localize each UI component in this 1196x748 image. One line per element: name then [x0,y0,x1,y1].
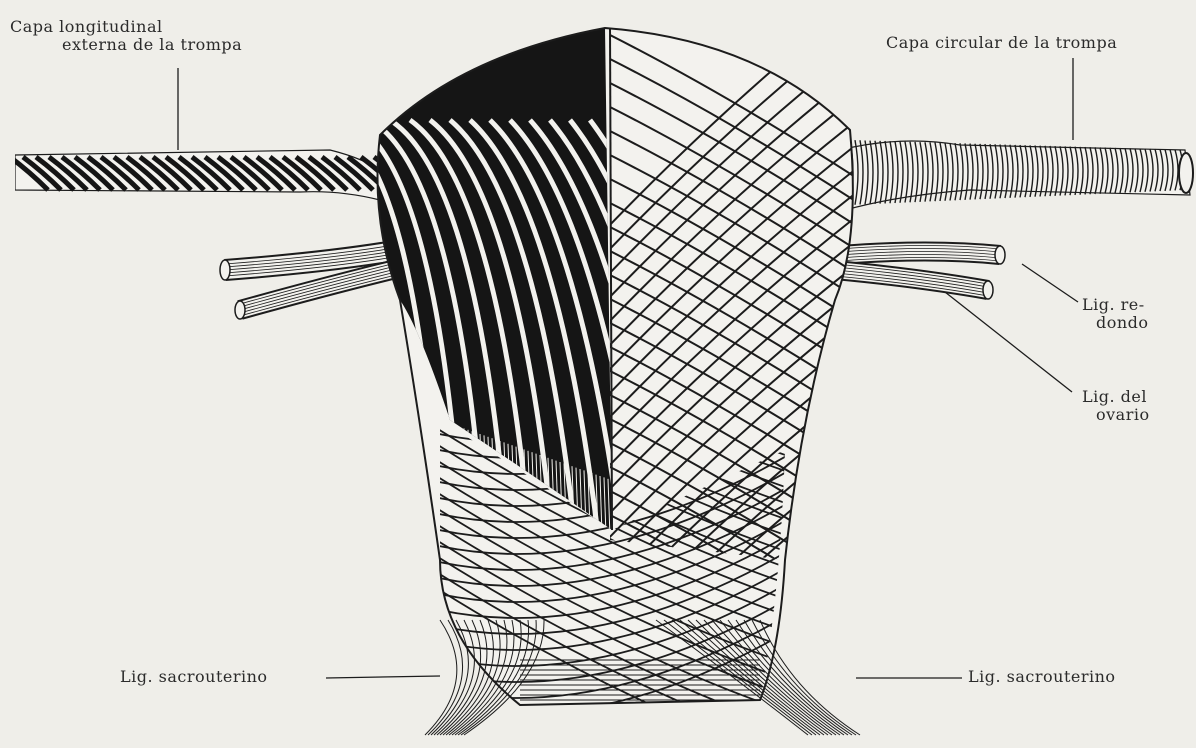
label-lig-sacrouterino-left: Lig. sacrouterino [120,668,268,686]
tube-lumen [1179,153,1193,193]
label-lig-redondo: Lig. re- dondo [1082,296,1149,332]
leader-line [945,292,1072,392]
ligament-end [995,246,1005,264]
tube-end-mask [0,150,15,195]
right-tube-circular-layer [840,140,1193,210]
ligament-end [235,301,245,319]
leader-line [326,676,440,678]
leader-line [1022,264,1078,302]
label-lig-ovario: Lig. del ovario [1082,388,1150,424]
ligament-end [983,281,993,299]
label-capa-circular: Capa circular de la trompa [886,34,1117,52]
sacrouterine-fiber-left [428,620,463,735]
left-tube-longitudinal-layer [0,150,425,200]
label-lig-sacrouterino-right: Lig. sacrouterino [968,668,1116,686]
sacrouterine-fiber-left [425,620,457,735]
ligament-end [220,260,230,280]
label-capa-longitudinal: Capa longitudinal externa de la trompa [10,18,242,54]
